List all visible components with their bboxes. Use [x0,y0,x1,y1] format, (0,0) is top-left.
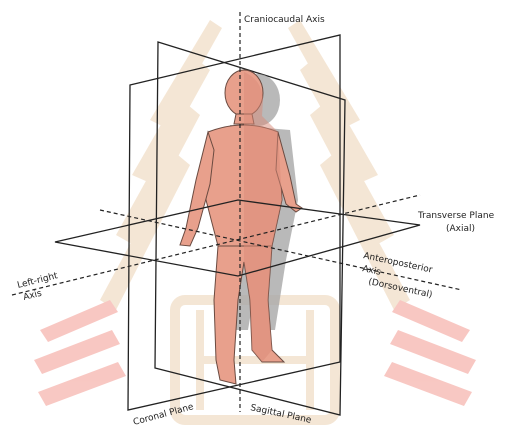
label-transverse-plane: Transverse Plane [417,211,495,221]
label-craniocaudal-axis: Craniocaudal Axis [244,15,325,25]
label-transverse-plane-sub: (Axial) [446,224,475,234]
label-left-right-axis-1: Left-right [16,271,59,291]
label-left-right-axis-2: Axis [22,289,43,303]
